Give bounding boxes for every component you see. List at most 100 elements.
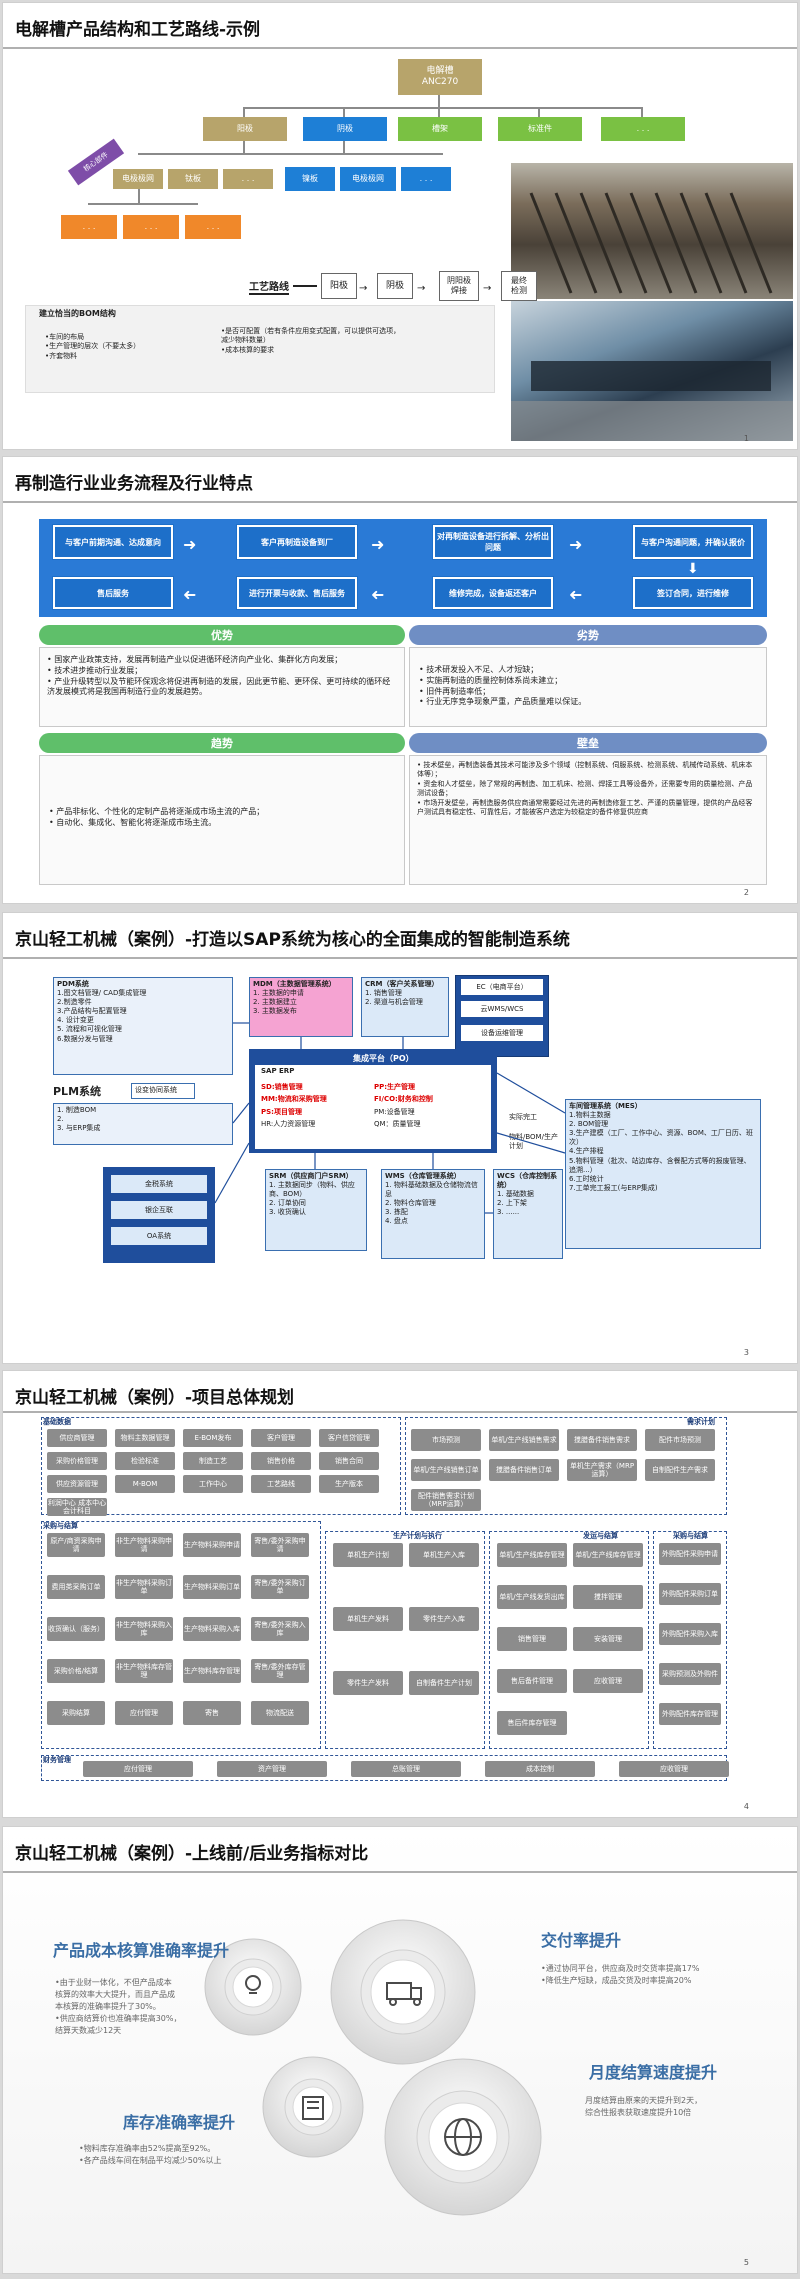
shipping-box: 应收管理 [573,1669,643,1693]
purchase-box: 寄售/委外采购申请 [251,1533,309,1557]
text-inventory: •物料库存准确率由52%提高至92%。•各产品线车间在制品平均减少50%以上 [79,2143,222,2167]
anode-sub-1: . . . [61,215,117,239]
purchase-box: 寄售/委外采购订单 [251,1575,309,1599]
purchase-box: 采购结算 [47,1701,105,1725]
text-cost: •由于业财一体化，不但产品成本核算的效率大大提升，而且产品成本核算的准确率提升了… [55,1977,182,2037]
production-box: 零件生产入库 [409,1607,479,1631]
demand-box: 搅腊备件销售需求 [567,1429,637,1451]
demand-box: 市场预测 [411,1429,481,1451]
purchase-box: 生产物料采购入库 [183,1617,241,1641]
finance-box: 资产管理 [217,1761,327,1777]
bom-right: •是否可配置（若有条件应用变式配置，可以提供可选项，减少物料数量）•成本核算的要… [221,327,400,355]
purchase-box: 费用类采购订单 [47,1575,105,1599]
node-more: . . . [601,117,685,141]
cathode-part-3: . . . [401,167,451,191]
page-number: 3 [744,1348,749,1357]
purchase-box: 生产物料采购申请 [183,1533,241,1557]
shipping-box: 售后件库存管理 [497,1711,567,1735]
shipping-box: 单机/生产线库存管理 [573,1543,643,1567]
route-step-3: 阴阳极 焊接 [439,271,479,301]
basic-data-box: 工艺路线 [251,1475,311,1493]
demand-box: 单机/生产线销售订单 [411,1459,481,1481]
page-number: 2 [744,888,749,897]
basic-data-box: 物料主数据管理 [115,1429,175,1447]
basic-data-box: 供应资源管理 [47,1475,107,1493]
finance-box: 应付管理 [83,1761,193,1777]
purchase-box: 原产/商资采购申请 [47,1533,105,1557]
route-step-1: 阳极 [321,273,357,299]
route-step-4: 最终 检测 [501,271,537,301]
slide-3: 京山轻工机械（案例）-打造以SAP系统为核心的全面集成的智能制造系统 PDM系统… [2,912,798,1364]
node-cathode: 阴极 [303,117,387,141]
shipping-box: 搅拌管理 [573,1585,643,1609]
parts-box: 外购配件采购订单 [659,1583,721,1605]
trend-text: • 产品非标化、个性化的定制产品将逐渐成市场主流的产品；• 自动化、集成化、智能… [49,807,395,829]
anode-part-2: 钛板 [168,169,218,189]
demand-box: 自制配件生产需求 [645,1459,715,1481]
slide-title: 京山轻工机械（案例）-上线前/后业务指标对比 [15,1839,368,1864]
text-delivery: •通过协同平台，供应商及时交货率提高17%•降低生产短缺，成品交货及时率提高20… [541,1963,700,1987]
headline-inventory: 库存准确率提升 [123,2109,235,2133]
production-box: 单机生产计划 [333,1543,403,1567]
slide-5: 京山轻工机械（案例）-上线前/后业务指标对比 产品成本核算准确率提升 •由于业财… [2,1826,798,2274]
route-step-2: 阴极 [377,273,413,299]
slide-2: 再制造行业业务流程及行业特点 与客户前期沟通、达成意向 ➜ 客户再制造设备到厂 … [2,456,798,904]
finance-box: 应收管理 [619,1761,729,1777]
basic-data-box: 工作中心 [183,1475,243,1493]
text-closing: 月度结算由原来的天提升到2天，综合性报表获取速度提升10倍 [585,2095,702,2119]
cathode-part-1: 镍板 [285,167,335,191]
finance-box: 成本控制 [485,1761,595,1777]
parts-box: 外购配件采购申请 [659,1543,721,1565]
basic-data-box: 采购价格管理 [47,1452,107,1470]
trend-header: 趋势 [39,733,405,753]
production-box: 零件生产发料 [333,1671,403,1695]
factory-photo-1 [511,163,793,299]
demand-box: 配件市场预测 [645,1429,715,1451]
page-number: 1 [744,434,749,443]
purchase-box: 非生产物料库存管理 [115,1659,173,1683]
purchase-box: 寄售 [183,1701,241,1725]
anode-sub-2: . . . [123,215,179,239]
connector-lines [3,913,798,1364]
slide-1: 电解槽产品结构和工艺路线-示例 电解槽 ANC270 阳极 阴极 槽架 标准件 … [2,2,798,450]
flow-step-7: 进行开票与收款、售后服务 [237,577,357,609]
purchase-box: 寄售/委外采购入库 [251,1617,309,1641]
node-anode: 阳极 [203,117,287,141]
anode-part-1: 电极极网 [113,169,163,189]
purchase-box: 应付管理 [115,1701,173,1725]
basic-data-box: 利润中心 成本中心 会计科目 [47,1498,107,1516]
basic-data-box: 检验标准 [115,1452,175,1470]
basic-data-box: 生产版本 [319,1475,379,1493]
flow-step-5: 签订合同，进行维修 [633,577,753,609]
basic-data-box: 客户管理 [251,1429,311,1447]
parts-box: 外购配件库存管理 [659,1703,721,1725]
production-box: 单机生产发料 [333,1607,403,1631]
purchase-box: 生产物料库存管理 [183,1659,241,1683]
shipping-box: 售后备件管理 [497,1669,567,1693]
slide-title: 京山轻工机械（案例）-项目总体规划 [15,1383,294,1408]
slide-title: 电解槽产品结构和工艺路线-示例 [15,15,260,40]
page-number: 5 [744,2258,749,2267]
purchase-box: 非生产物料采购订单 [115,1575,173,1599]
shipping-box: 单机/生产线库存管理 [497,1543,567,1567]
root-node: 电解槽 ANC270 [398,59,482,95]
cathode-part-2: 电极极网 [340,167,396,191]
headline-delivery: 交付率提升 [541,1927,621,1951]
parts-box: 外购配件采购入库 [659,1623,721,1645]
barrier-header: 壁垒 [409,733,767,753]
demand-box: 单机生产需求（MRP运算） [567,1459,637,1481]
production-box: 单机生产入库 [409,1543,479,1567]
basic-data-box: E-BOM发布 [183,1429,243,1447]
basic-data-box: 制造工艺 [183,1452,243,1470]
basic-data-box: 供应商管理 [47,1429,107,1447]
disadvantage-header: 劣势 [409,625,767,645]
node-standard: 标准件 [498,117,582,141]
route-label: 工艺路线 [249,278,289,295]
factory-photo-2 [511,301,793,441]
production-box: 自制备件生产计划 [409,1671,479,1695]
flow-step-1: 与客户前期沟通、达成意向 [53,525,173,559]
bom-title: 建立恰当的BOM结构 [39,309,116,320]
purchase-box: 生产物料采购订单 [183,1575,241,1599]
basic-data-box: M-BOM [115,1475,175,1493]
slide-title: 再制造行业业务流程及行业特点 [15,469,253,494]
